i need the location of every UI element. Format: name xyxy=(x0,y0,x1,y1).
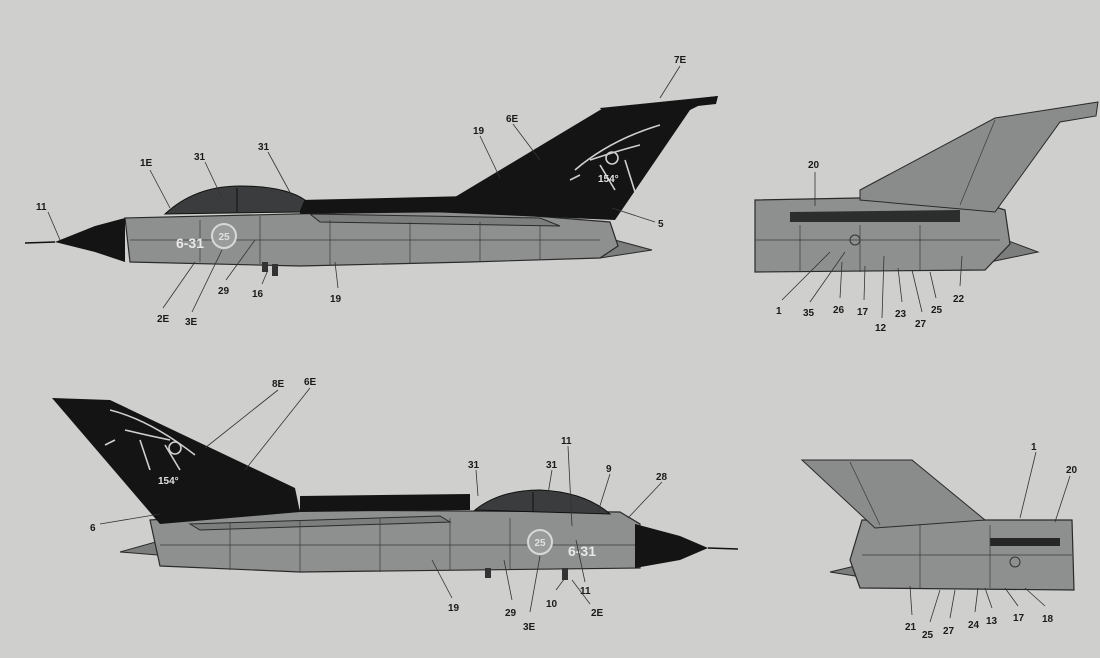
left-unit-code: 6-31 xyxy=(176,235,204,251)
callout-label: 2E xyxy=(591,608,604,619)
left-tail-number: 154° xyxy=(598,174,619,185)
callouts-left-rear: 20 1 35 26 17 12 23 27 25 22 xyxy=(776,160,965,334)
right-roundel xyxy=(527,529,553,555)
callout-label: 31 xyxy=(468,460,480,471)
callout-label: 3E xyxy=(185,317,198,328)
right-tail-fin xyxy=(52,398,300,524)
callout-label: 31 xyxy=(258,142,270,153)
callout-label: 31 xyxy=(194,152,206,163)
callout-label: 1 xyxy=(776,306,782,317)
callouts-right-rear: 1 20 21 25 27 24 13 17 18 xyxy=(905,442,1078,641)
callout-label: 21 xyxy=(905,622,917,633)
right-rear-fin xyxy=(800,459,987,529)
callout-label: 19 xyxy=(330,294,342,305)
left-rear-fin xyxy=(859,101,1099,213)
callout-label: 25 xyxy=(931,305,943,316)
callout-label: 9 xyxy=(606,464,612,475)
right-rear-fuselage xyxy=(800,459,1075,591)
callout-label: 17 xyxy=(857,307,869,318)
callout-label: 10 xyxy=(546,599,558,610)
left-radome xyxy=(55,218,125,262)
callouts-right-side: 8E 6E 6 31 31 11 9 28 19 29 3E 10 11 2E xyxy=(90,377,668,633)
left-tail-fin xyxy=(430,96,718,220)
callout-label: 19 xyxy=(473,126,485,137)
callout-label: 27 xyxy=(943,626,955,637)
callout-label: 5 xyxy=(658,219,664,230)
callout-label: 6E xyxy=(506,114,519,125)
callout-label: 31 xyxy=(546,460,558,471)
callout-label: 27 xyxy=(915,319,927,330)
svg-text:25: 25 xyxy=(218,232,230,243)
right-tail-number: 154° xyxy=(158,476,179,487)
callouts-left-side: 1E 31 31 11 19 6E 7E 5 2E 3E 29 16 xyxy=(36,55,687,328)
callout-label: 13 xyxy=(986,616,998,627)
callout-label: 20 xyxy=(808,160,820,171)
callout-label: 16 xyxy=(252,289,264,300)
callout-label: 1 xyxy=(1031,442,1037,453)
callout-label: 29 xyxy=(505,608,517,619)
callout-label: 20 xyxy=(1066,465,1078,476)
callout-label: 6 xyxy=(90,523,96,534)
callout-label: 12 xyxy=(875,323,887,334)
callout-label: 11 xyxy=(561,436,572,447)
right-canopy xyxy=(473,489,612,515)
callout-label: 11 xyxy=(580,586,591,597)
callout-label: 26 xyxy=(833,305,845,316)
callout-label: 19 xyxy=(448,603,460,614)
callout-label: 18 xyxy=(1042,614,1054,625)
right-side-aircraft: 25 6-31 154° xyxy=(52,398,739,580)
left-side-aircraft: 25 6-31 154° xyxy=(24,96,718,276)
left-tail-emblem: 154° xyxy=(569,124,661,193)
callout-label: 7E xyxy=(674,55,687,66)
callout-label: 11 xyxy=(36,202,47,213)
left-wing xyxy=(308,213,561,227)
callout-label: 2E xyxy=(157,314,170,325)
callout-label: 35 xyxy=(803,308,815,319)
right-radome xyxy=(635,524,708,568)
callout-label: 22 xyxy=(953,294,965,305)
left-roundel xyxy=(211,223,237,249)
svg-text:25: 25 xyxy=(534,538,546,549)
callout-label: 3E xyxy=(523,622,536,633)
callout-label: 24 xyxy=(968,620,980,631)
callout-label: 23 xyxy=(895,309,907,320)
left-canopy xyxy=(163,185,306,215)
callout-label: 8E xyxy=(272,379,285,390)
right-unit-code: 6-31 xyxy=(568,543,596,559)
callout-label: 25 xyxy=(922,630,934,641)
left-rear-fuselage xyxy=(754,101,1099,273)
callout-label: 29 xyxy=(218,286,230,297)
callout-label: 17 xyxy=(1013,613,1025,624)
callout-label: 1E xyxy=(140,158,153,169)
callout-label: 28 xyxy=(656,472,668,483)
callout-label: 6E xyxy=(304,377,317,388)
right-tail-emblem: 154° xyxy=(104,409,196,487)
